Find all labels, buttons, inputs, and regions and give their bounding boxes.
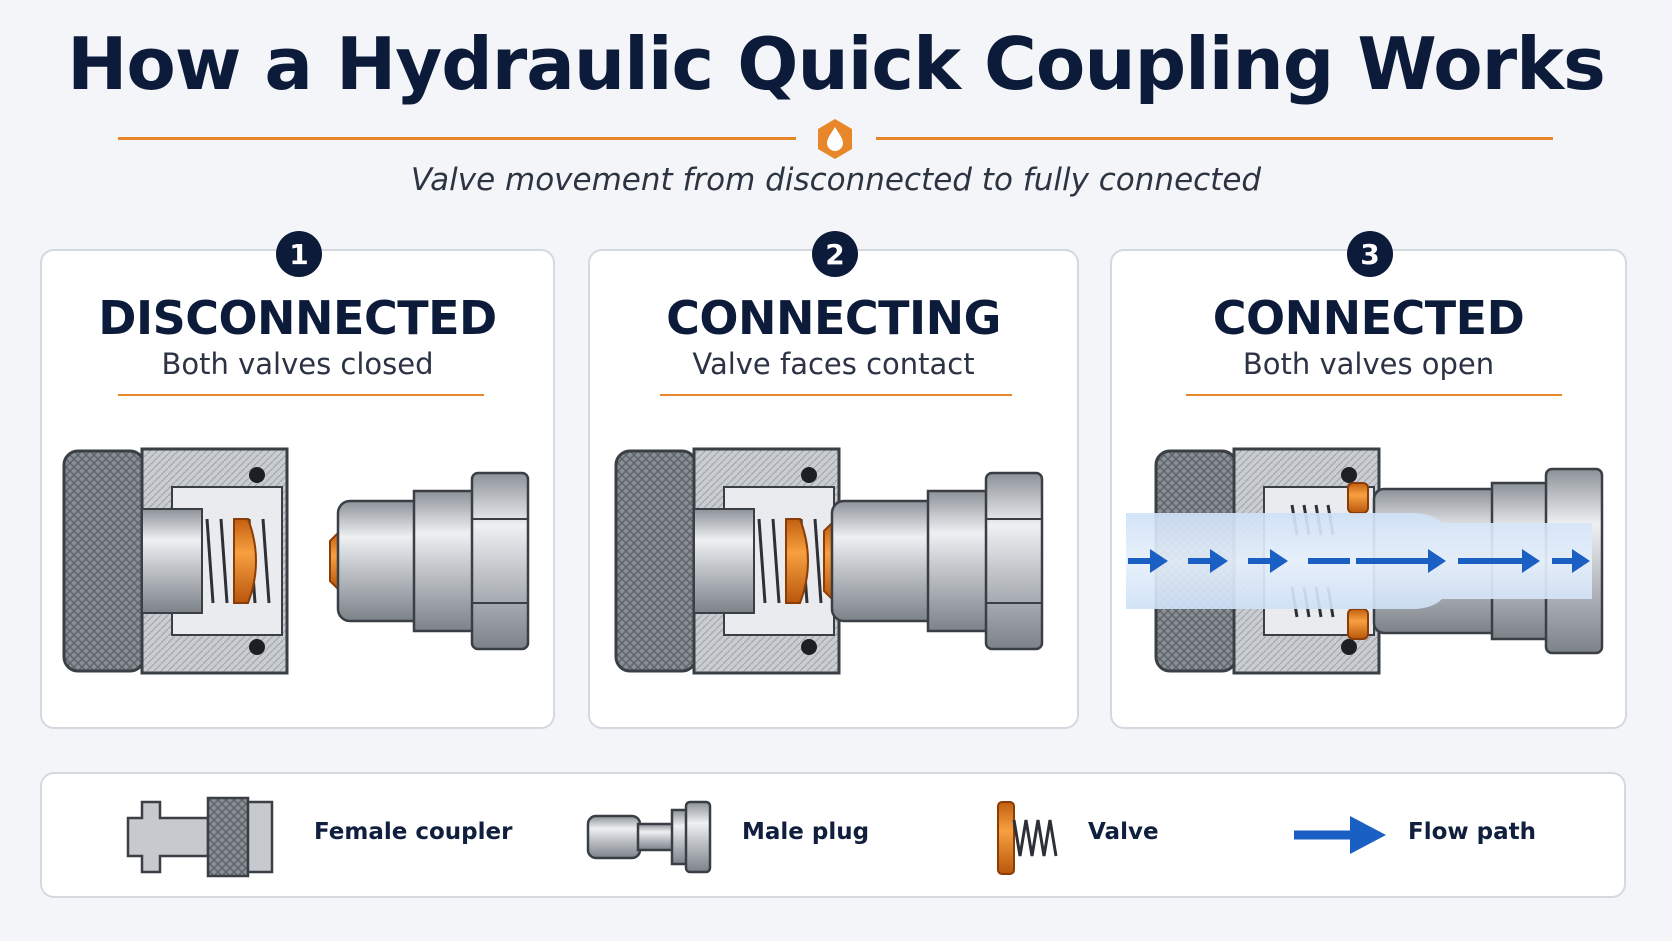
- female-coupler-icon: [126, 796, 274, 878]
- stage-number-badge: 2: [812, 231, 858, 277]
- stage-divider: [1186, 394, 1562, 396]
- legend-label: Valve: [1088, 819, 1159, 845]
- flow-path: [1126, 513, 1592, 609]
- female-coupler-icon: [614, 447, 841, 675]
- title-divider-left: [118, 137, 796, 140]
- stage-subtitle: Both valves closed: [161, 347, 434, 381]
- disconnected-coupling-diagram: [62, 447, 530, 675]
- stage-panel-connecting: 2 CONNECTING Valve faces contact: [588, 231, 1079, 729]
- valve-icon: [1347, 482, 1369, 640]
- valve-icon: [233, 518, 257, 604]
- title-divider-right: [876, 137, 1553, 140]
- valve-icon: [997, 801, 1058, 875]
- connecting-coupling-diagram: [614, 447, 1044, 675]
- legend-label: Female coupler: [314, 819, 513, 845]
- stage-title: CONNECTING: [666, 291, 1001, 345]
- page-subtitle: Valve movement from disconnected to full…: [410, 162, 1262, 198]
- male-plug-icon: [830, 471, 1044, 651]
- page-title: How a Hydraulic Quick Coupling Works: [67, 22, 1606, 106]
- legend: Female coupler Male plug Valve Flow path: [40, 772, 1626, 898]
- stage-divider: [660, 394, 1012, 396]
- stage-panel-connected: 3 CONNECTED Both valves open: [1110, 231, 1627, 729]
- male-plug-icon: [329, 471, 530, 651]
- legend-label: Male plug: [742, 819, 870, 845]
- oil-drop-icon: [818, 119, 852, 159]
- legend-label: Flow path: [1408, 819, 1537, 845]
- stage-title: CONNECTED: [1212, 291, 1525, 345]
- stage-number-badge: 1: [276, 231, 322, 277]
- stage-title: DISCONNECTED: [98, 291, 497, 345]
- male-plug-icon: [586, 800, 712, 874]
- female-coupler-icon: [62, 447, 289, 675]
- arrow-right-icon: [1294, 816, 1386, 854]
- stage-number-badge: 3: [1347, 231, 1393, 277]
- stage-panel-disconnected: 1 DISCONNECTED Both valves closed: [40, 231, 555, 729]
- valve-icon: [785, 518, 833, 604]
- stage-subtitle: Valve faces contact: [692, 347, 975, 381]
- stage-subtitle: Both valves open: [1242, 347, 1495, 381]
- stage-divider: [118, 394, 484, 396]
- connected-coupling-diagram: [1126, 447, 1604, 675]
